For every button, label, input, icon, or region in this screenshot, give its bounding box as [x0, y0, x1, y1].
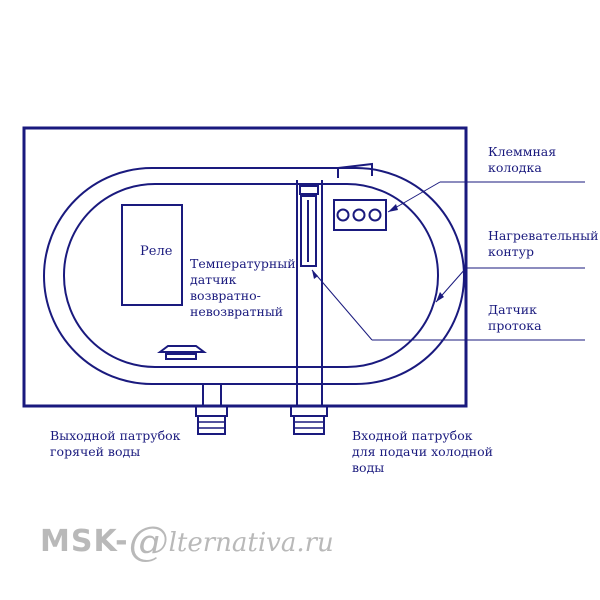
terminal-block — [333, 199, 387, 231]
temp-sensor-label: Температурный датчик возвратно- невозвра… — [190, 256, 296, 319]
arrow-flow-sensor — [312, 270, 318, 279]
housing-outline — [22, 126, 468, 408]
outlet-fitting-thread — [197, 415, 226, 435]
pipe-cap — [299, 185, 319, 195]
inlet-pipe-label: Входной патрубок для подачи холодной вод… — [352, 428, 493, 475]
flow-sensor — [300, 195, 317, 267]
arrow-heating-circuit — [436, 292, 444, 302]
heating-circuit-outer — [43, 167, 465, 385]
heating-circuit-label: Нагревательный контур — [488, 228, 599, 259]
watermark-right: lternativa.ru — [168, 528, 334, 558]
terminal-screw-3 — [368, 208, 382, 222]
terminal-screw-2 — [352, 208, 366, 222]
inlet-fitting-thread — [293, 415, 325, 435]
outlet-pipe-label: Выходной патрубок горячей воды — [50, 428, 181, 459]
relay-label: Реле — [140, 244, 173, 259]
temp-sensor-body — [157, 345, 207, 353]
arrow-terminal-block — [388, 204, 398, 212]
outlet-fitting-neck — [202, 383, 222, 407]
flow-sensor-label: Датчик протока — [488, 302, 542, 333]
watermark-left: MSK- — [40, 524, 129, 559]
temp-sensor-base — [165, 353, 197, 360]
heating-circuit-inner — [63, 183, 439, 368]
leader-flow-sensor — [311, 269, 373, 341]
top-connector — [337, 162, 373, 178]
watermark-at-symbol: @ — [128, 519, 169, 565]
relay-box — [121, 204, 183, 306]
watermark: MSK-@lternativa.ru — [40, 515, 334, 565]
terminal-screw-1 — [336, 208, 350, 222]
terminal-block-label: Клеммная колодка — [488, 144, 557, 175]
